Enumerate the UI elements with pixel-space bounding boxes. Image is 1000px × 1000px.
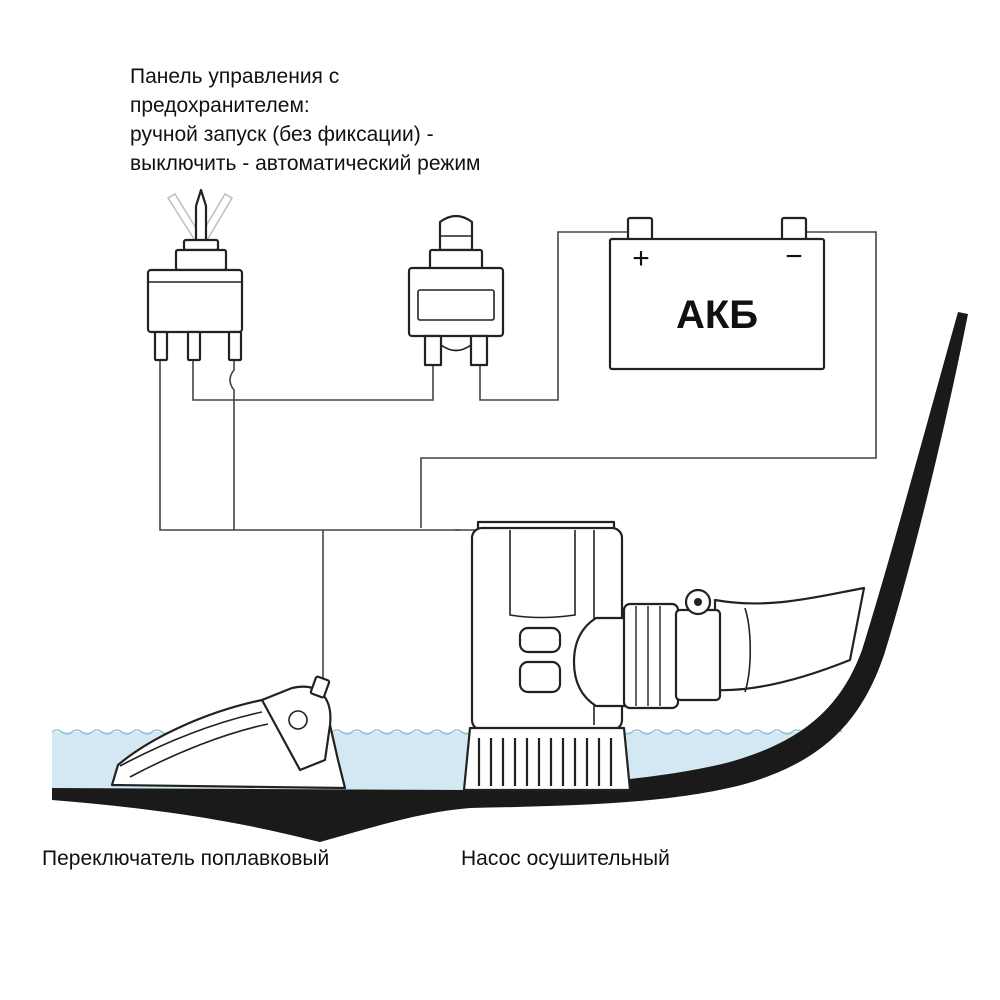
control-panel-label-line-2: предохранителем: (130, 94, 310, 117)
battery-plus-sign: + (632, 242, 650, 275)
wiring (159, 231, 877, 680)
battery: + − АКБ (608, 216, 826, 371)
boat-hull (52, 312, 968, 842)
control-panel-label-line-3: ручной запуск (без фиксации) - (130, 123, 434, 146)
control-panel-label-line-4: выключить - автоматический режим (130, 152, 481, 175)
fuse-holder (407, 214, 505, 367)
control-panel-label-line-1: Панель управления с (130, 65, 340, 88)
float-switch-label: Переключатель поплавковый (42, 847, 330, 870)
toggle-switch (146, 188, 244, 362)
battery-label: АКБ (676, 293, 758, 337)
float-switch (110, 675, 347, 790)
control-panel-label: Панель управления с предохранителем: руч… (130, 62, 481, 178)
bilge-pump-label: Насос осушительный (461, 847, 670, 870)
toggle-lever (194, 188, 208, 246)
bilge-pump (462, 520, 722, 792)
discharge-hose (713, 586, 866, 693)
battery-minus-sign: − (785, 240, 803, 273)
pump-intake-grille (477, 738, 613, 786)
